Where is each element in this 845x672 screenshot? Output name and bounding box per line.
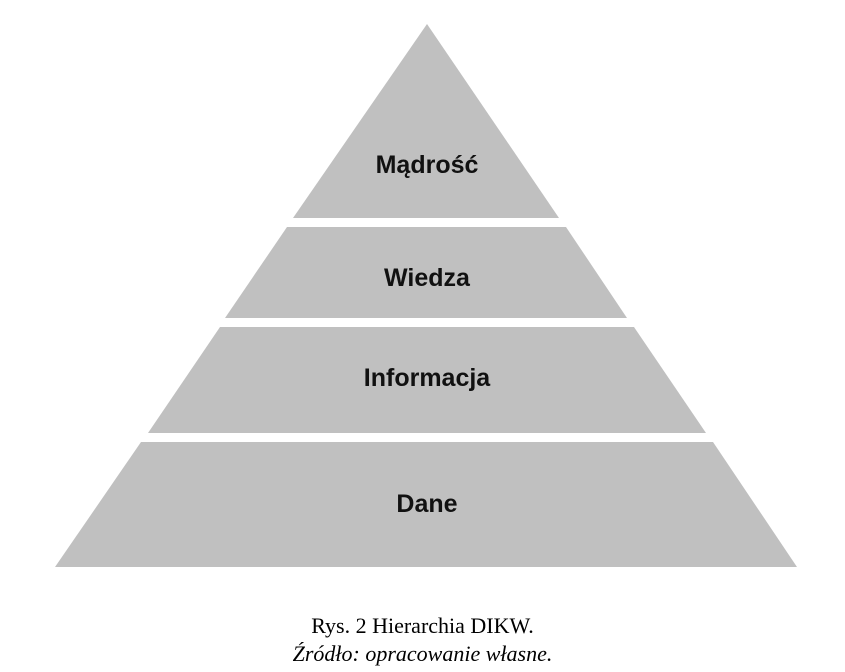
pyramid-label-wisdom: Mądrość — [376, 151, 479, 179]
pyramid-layer-information — [148, 327, 706, 433]
figure-caption: Rys. 2 Hierarchia DIKW. — [311, 613, 534, 638]
pyramid-layer-wisdom — [293, 24, 559, 218]
pyramid-label-information: Informacja — [364, 364, 492, 392]
pyramid-label-data: Dane — [396, 490, 457, 518]
pyramid-layer-data — [55, 442, 797, 567]
pyramid-layer-knowledge — [225, 227, 627, 318]
pyramid-label-knowledge: Wiedza — [384, 264, 471, 292]
figure-source: Źródło: opracowanie własne. — [292, 641, 553, 666]
dikw-pyramid: Mądrość Wiedza Informacja Dane — [55, 24, 797, 567]
